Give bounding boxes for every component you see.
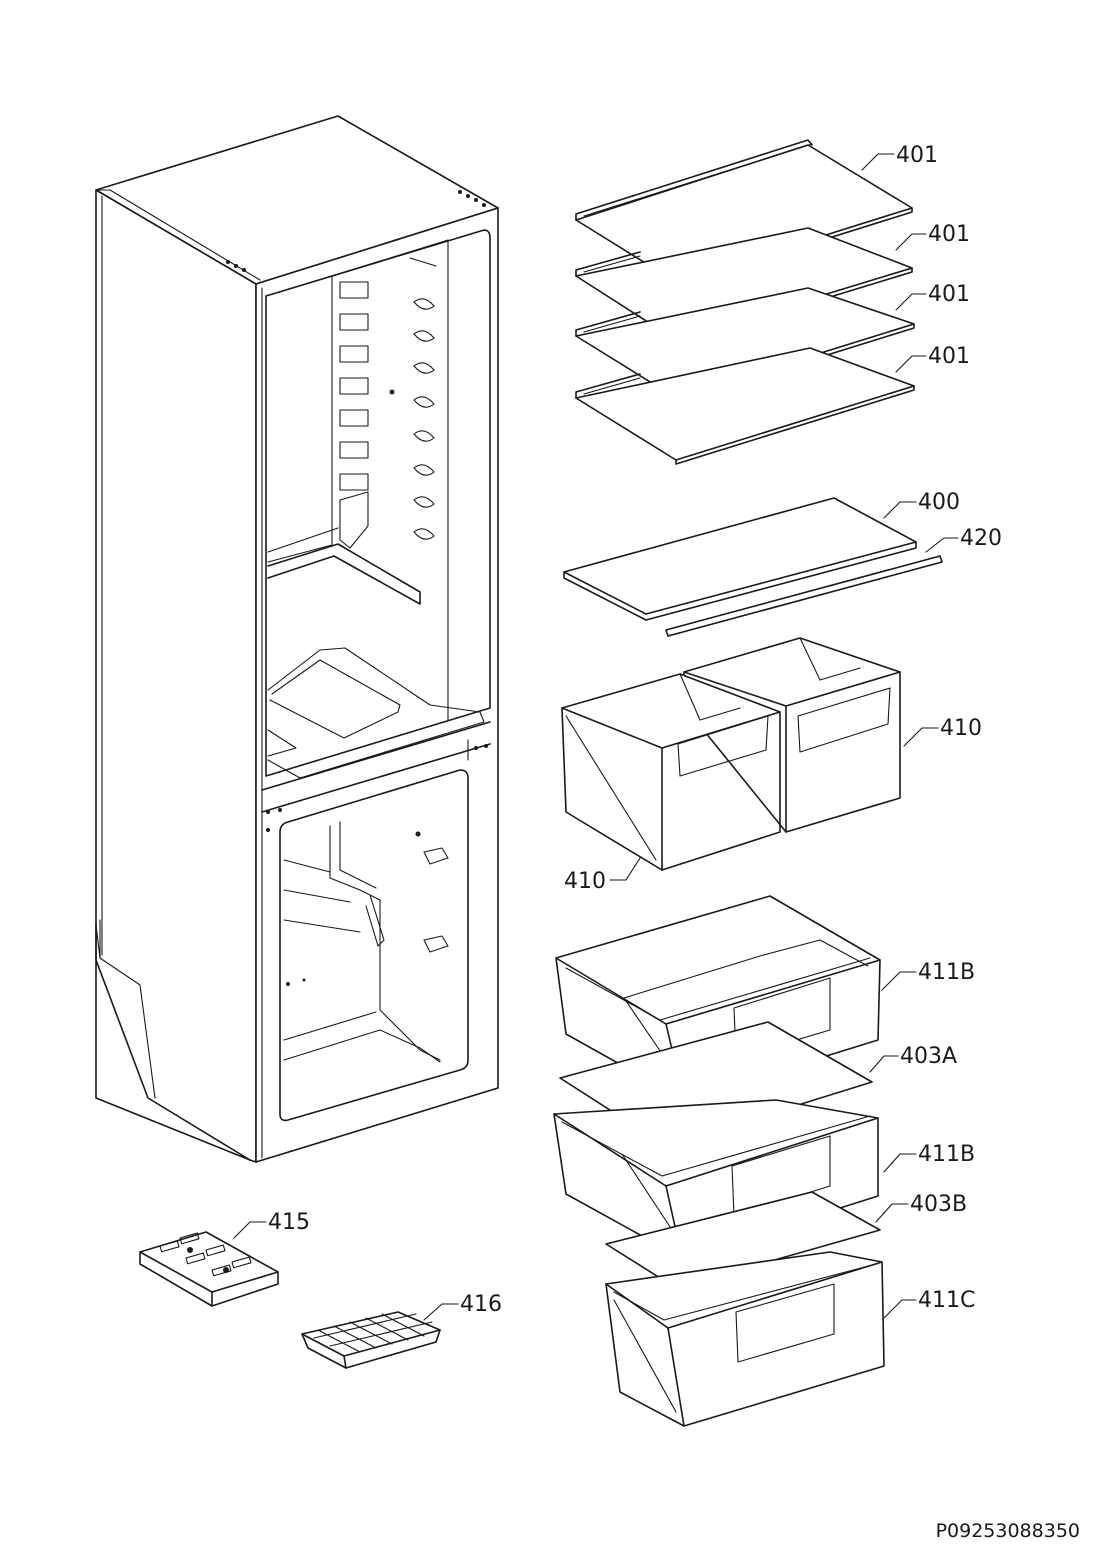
callout-shelf-3: 401 (928, 282, 970, 307)
callout-crisper-right: 410 (940, 716, 982, 741)
ice-cube-tray-416 (301, 1311, 441, 1369)
callout-shelf-trim: 420 (960, 526, 1002, 551)
divider-403B (605, 1191, 881, 1289)
glass-shelf-400 (563, 497, 917, 621)
callout-divider-a: 403A (900, 1044, 957, 1069)
callout-glass-shelf: 400 (918, 490, 960, 515)
callout-drawer-2: 411B (918, 1142, 975, 1167)
wire-shelf-set (575, 139, 915, 465)
callout-ice-tray-cover: 415 (268, 1210, 310, 1235)
drawer-411B-2 (553, 1099, 879, 1259)
crisper-410-right (683, 637, 901, 833)
drawer-411C (605, 1251, 885, 1427)
refrigerator-cabinet (95, 115, 499, 1163)
crisper-410-left (561, 673, 781, 871)
callout-labels: 401 401 401 401 400 420 410 410 411B 403… (268, 143, 1080, 1542)
callout-crisper-left: 410 (564, 869, 606, 894)
callout-shelf-4: 401 (928, 344, 970, 369)
callout-drawer-3: 411C (918, 1288, 975, 1313)
callout-ice-cube-tray: 416 (460, 1292, 502, 1317)
shelf-trim-420 (665, 555, 943, 637)
ice-tray-cover-415 (139, 1231, 279, 1307)
callout-shelf-1: 401 (896, 143, 938, 168)
callout-divider-b: 403B (910, 1192, 967, 1217)
leader-lines (233, 153, 959, 1321)
shelf-401-1 (575, 139, 913, 287)
callout-shelf-2: 401 (928, 222, 970, 247)
shelf-401-4 (575, 347, 915, 465)
drawing-code: P09253088350 (936, 1520, 1080, 1542)
callout-drawer-1: 411B (918, 960, 975, 985)
